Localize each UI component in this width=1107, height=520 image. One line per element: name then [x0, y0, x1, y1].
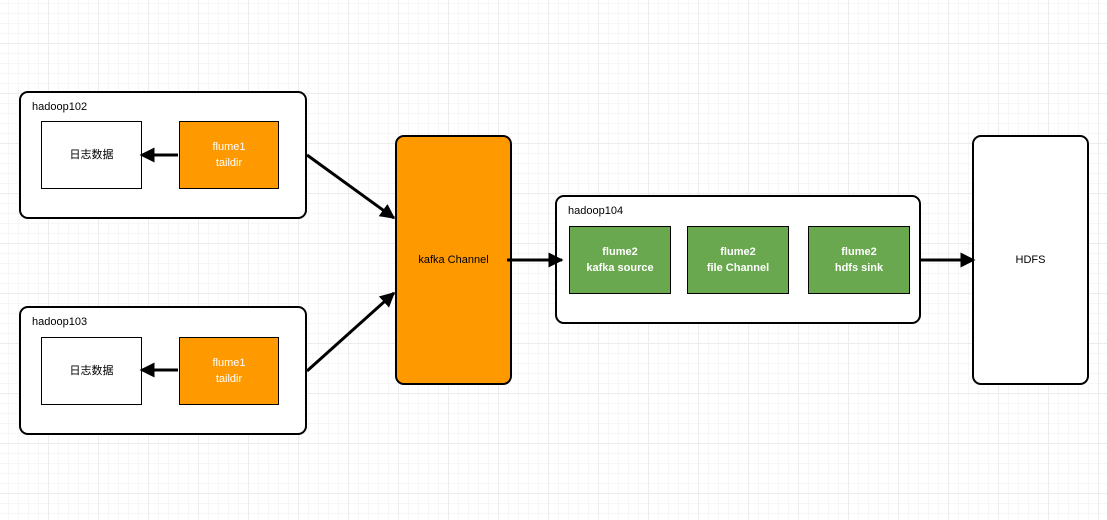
hadoop103-flume1-source-type: taildir — [215, 373, 243, 385]
hadoop103-container: hadoop103 日志数据 flume1 taildir — [19, 306, 307, 435]
hdfs-box[interactable]: HDFS — [972, 135, 1089, 385]
hadoop102-container: hadoop102 日志数据 flume1 taildir — [19, 91, 307, 219]
flume2-hdfs-sink-box[interactable]: flume2 hdfs sink — [808, 226, 910, 294]
flume2-kafka-source-name: flume2 — [602, 246, 638, 258]
hadoop102-label: hadoop102 — [32, 101, 88, 113]
flume2-file-channel-box[interactable]: flume2 file Channel — [687, 226, 789, 294]
flume2-file-channel-type: file Channel — [706, 262, 770, 274]
hadoop102-log-data-box[interactable]: 日志数据 — [41, 121, 142, 189]
hadoop102-flume1-name: flume1 — [212, 141, 246, 153]
hadoop103-log-data-text: 日志数据 — [69, 365, 114, 377]
hadoop103-flume1-name: flume1 — [212, 357, 246, 369]
flume2-file-channel-name: flume2 — [720, 246, 756, 258]
hdfs-label: HDFS — [1015, 254, 1046, 266]
kafka-channel-label: kafka Channel — [418, 254, 489, 266]
hadoop103-flume1-box[interactable]: flume1 taildir — [179, 337, 279, 405]
flume2-kafka-source-type: kafka source — [586, 262, 654, 274]
flume2-hdfs-sink-type: hdfs sink — [834, 262, 884, 274]
flume2-kafka-source-box[interactable]: flume2 kafka source — [569, 226, 671, 294]
hadoop102-log-data-text: 日志数据 — [69, 149, 114, 161]
hadoop102-flume1-source-type: taildir — [215, 157, 243, 169]
hadoop103-label: hadoop103 — [32, 316, 88, 328]
flume2-hdfs-sink-name: flume2 — [841, 246, 877, 258]
arrow-hadoop103-to-kafka — [305, 291, 396, 373]
arrow-hadoop102-to-kafka — [306, 153, 396, 220]
hadoop104-container: hadoop104 flume2 kafka source flume2 fil… — [555, 195, 921, 324]
hadoop104-label: hadoop104 — [568, 205, 624, 217]
hadoop103-log-data-box[interactable]: 日志数据 — [41, 337, 142, 405]
hadoop102-flume1-box[interactable]: flume1 taildir — [179, 121, 279, 189]
kafka-channel-box[interactable]: kafka Channel — [395, 135, 512, 385]
